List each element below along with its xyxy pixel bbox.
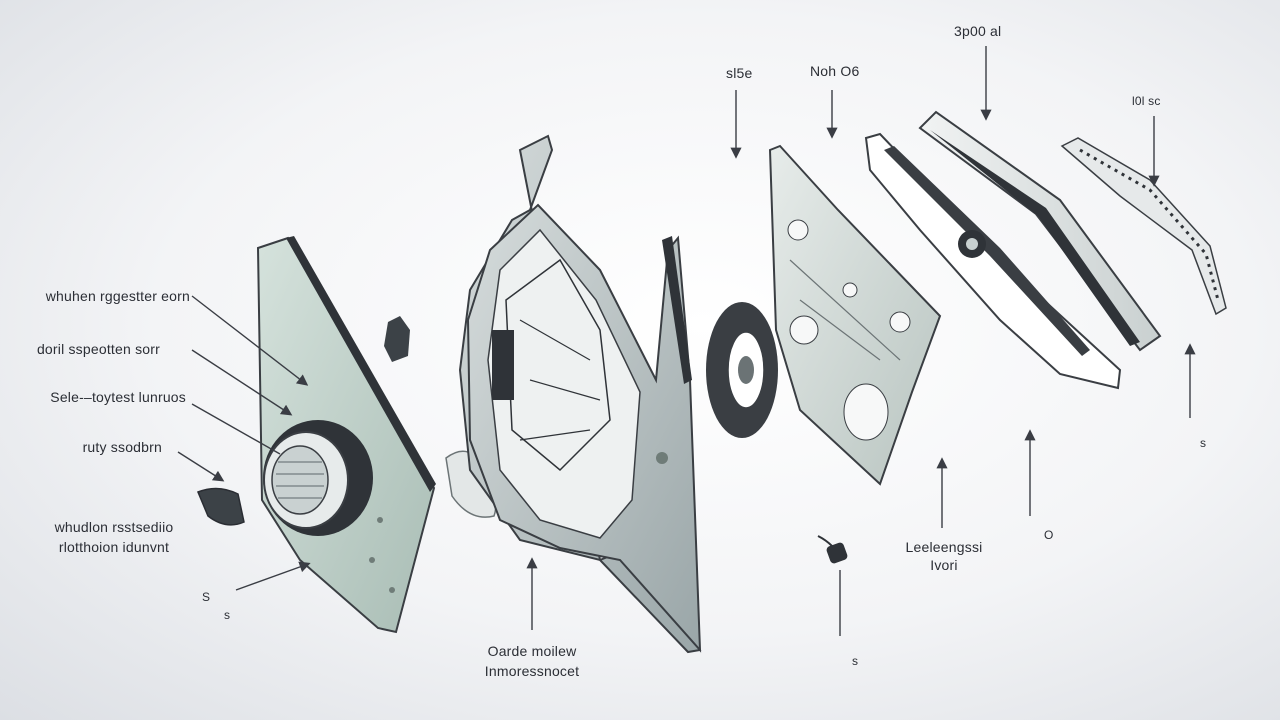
label-part-s2: s bbox=[224, 608, 231, 622]
round-speaker bbox=[706, 302, 778, 438]
latch-icon bbox=[817, 535, 848, 564]
seal-strip bbox=[1060, 137, 1227, 316]
label-part-s4: s bbox=[1200, 436, 1207, 450]
clip-part bbox=[384, 316, 410, 362]
speaker-icon bbox=[263, 420, 373, 536]
label-part-o: O bbox=[1044, 528, 1054, 542]
label-door-support: doril sspeotten sorr bbox=[36, 341, 160, 357]
label-top-4: l0l sc bbox=[1132, 94, 1161, 108]
label-rubber-seal: ruty ssodbrn bbox=[82, 439, 162, 455]
handle-icon bbox=[197, 487, 245, 526]
label-part-s: S bbox=[202, 590, 211, 604]
label-window-regulator: whuhen rggestter eorn bbox=[45, 288, 190, 304]
inner-trim-panel bbox=[768, 144, 942, 486]
label-lock-a: Leeleengssi bbox=[905, 539, 983, 555]
label-top-3: 3p00 al bbox=[954, 23, 1002, 39]
label-part-s3: s bbox=[852, 654, 859, 668]
leader-lines bbox=[177, 46, 1196, 636]
window-rail bbox=[918, 110, 1162, 352]
door-frame bbox=[458, 134, 702, 654]
label-top-1: sl5e bbox=[726, 65, 753, 81]
label-window-restriction-b: rlotthoion idunvnt bbox=[58, 539, 170, 555]
label-lock-b: Ivori bbox=[930, 557, 958, 573]
label-window-restriction-a: whudlon rsstsediio bbox=[54, 519, 174, 535]
label-outer-mirror-a: Oarde moilew bbox=[487, 643, 577, 659]
label-outer-mirror-b: Inmoressnocet bbox=[484, 663, 580, 679]
weatherstrip bbox=[864, 132, 1122, 390]
label-top-2: Noh O6 bbox=[810, 63, 860, 79]
label-self-tapping: Sele-–toytest lunruos bbox=[50, 389, 186, 405]
